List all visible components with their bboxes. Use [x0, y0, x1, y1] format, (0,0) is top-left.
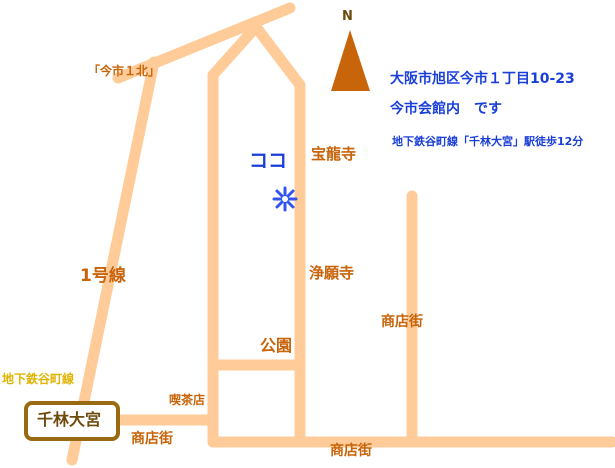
imaichi-north-label: 「今市１北」 — [88, 64, 161, 78]
north-arrow-icon — [331, 30, 370, 91]
route1-road — [66, 56, 160, 466]
venue-text: 今市会館内 です — [390, 101, 502, 117]
shopping-street-bottom-left-label: 商店街 — [131, 431, 173, 447]
access-text: 地下鉄谷町線「千林大宮」駅徒歩12分 — [392, 135, 584, 148]
station-label: 千林大宮 — [37, 410, 102, 429]
destination-label: ココ — [249, 150, 288, 172]
subway-line-label: 地下鉄谷町線 — [2, 372, 75, 386]
pentagon-road — [207, 21, 306, 448]
route1-label: 1号線 — [80, 266, 126, 286]
jouganji-label: 浄願寺 — [309, 264, 355, 282]
park-label: 公園 — [260, 336, 293, 355]
diagonal-top-road — [112, 2, 296, 84]
cafe-label: 喫茶店 — [169, 393, 206, 407]
shopping-street-right-label: 商店街 — [381, 314, 423, 330]
address-text: 大阪市旭区今市１丁目10-23 — [390, 71, 575, 87]
shopping-street-bottom-label: 商店街 — [330, 443, 372, 459]
houryuji-label: 宝龍寺 — [311, 145, 357, 163]
compass-north-label: N — [342, 9, 353, 24]
station-box — [24, 401, 120, 441]
